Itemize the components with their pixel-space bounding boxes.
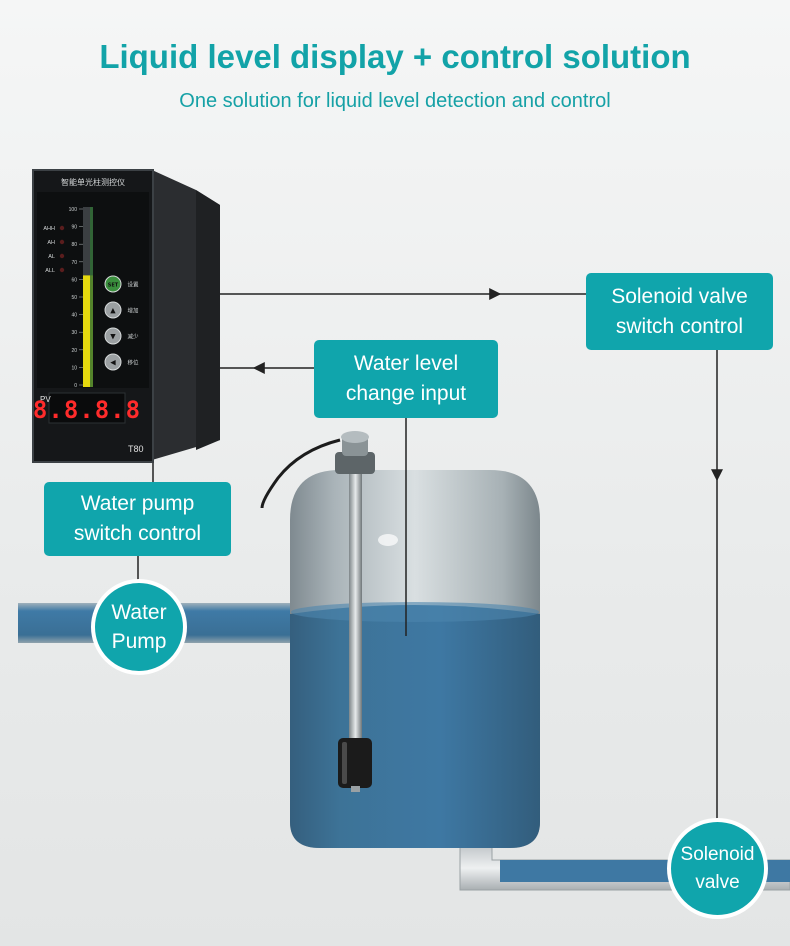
alarm-label: AHH: [43, 226, 55, 232]
alarm-led: [59, 239, 65, 245]
device-button[interactable]: [104, 353, 122, 371]
sensor-tip: [351, 786, 360, 792]
solenoid-valve-line-1: Solenoid: [680, 843, 755, 865]
alarm-label: AH: [47, 240, 55, 246]
sensor-head-top: [341, 431, 369, 443]
sensor-rod: [349, 470, 362, 740]
device-button-icon: ◀: [110, 359, 116, 367]
device-top-text: 智能单光柱测控仪: [61, 177, 125, 187]
scale-tick-label: 30: [71, 330, 77, 336]
device-pv-label: PV: [40, 395, 51, 404]
device-model: T80: [128, 444, 144, 454]
device-button[interactable]: [104, 327, 122, 345]
water-pump-line-1: Water: [111, 601, 167, 624]
device-button-icon: SET: [108, 283, 119, 289]
device-buttons: SET 设置 ▲ 增加 ▼ 减少 ◀ 移位: [104, 275, 139, 371]
scale-tick-label: 80: [71, 242, 77, 248]
level-input-line-1: Water level: [353, 352, 459, 375]
page-subtitle: One solution for liquid level detection …: [179, 90, 611, 112]
alarm-led: [59, 267, 65, 273]
scale-tick-label: 90: [71, 225, 77, 231]
scale-tick-label: 20: [71, 348, 77, 354]
page-title: Liquid level display + control solution: [99, 38, 691, 75]
sensor-head-base: [335, 452, 375, 474]
solenoid-control-line-2: switch control: [615, 314, 744, 338]
alarm-label: ALL: [45, 268, 55, 274]
level-bar: [83, 275, 93, 387]
tank-highlight: [378, 534, 398, 546]
device-button-icon: ▲: [110, 307, 116, 315]
scale-tick-label: 50: [71, 295, 77, 301]
device-button-label: 设置: [127, 281, 139, 289]
water-pump-line-2: Pump: [111, 630, 167, 653]
pump-control-line-1: Water pump: [80, 492, 195, 515]
device-button-label: 增加: [127, 307, 138, 315]
device-button-label: 移位: [127, 359, 139, 367]
solenoid-valve-control-label: Solenoid valve switch control: [586, 273, 773, 350]
level-input-line-2: change input: [345, 382, 467, 405]
scale-tick-label: 10: [71, 365, 77, 371]
device-button-icon: ▼: [110, 333, 116, 341]
water-level-input-label: Water level change input: [314, 340, 498, 418]
scale-tick-label: 0: [74, 383, 77, 389]
pump-control-line-2: switch control: [73, 522, 202, 545]
water-pump-circle: Water Pump: [91, 579, 187, 675]
alarm-indicators: AHH AH AL ALL: [43, 225, 65, 274]
alarm-led: [59, 225, 65, 231]
device-button[interactable]: [104, 301, 122, 319]
scale-tick-label: 70: [71, 260, 77, 266]
alarm-led: [59, 253, 65, 259]
alarm-label: AL: [48, 254, 55, 260]
scale-tick-label: 100: [69, 207, 78, 213]
device-button[interactable]: [104, 275, 122, 293]
water-pump-control-label: Water pump switch control: [44, 482, 231, 556]
led-display: 8.8.8.8: [33, 396, 141, 424]
sensor-cable: [260, 438, 341, 509]
sensor-float-shine: [342, 742, 347, 784]
scale-tick-label: 60: [71, 277, 77, 283]
solenoid-valve-line-2: valve: [695, 871, 740, 893]
device-button-label: 减少: [127, 333, 139, 341]
solenoid-valve-circle: Solenoid valve: [667, 818, 768, 919]
solenoid-control-line-1: Solenoid valve: [611, 284, 748, 308]
scale-tick-label: 40: [71, 313, 77, 319]
